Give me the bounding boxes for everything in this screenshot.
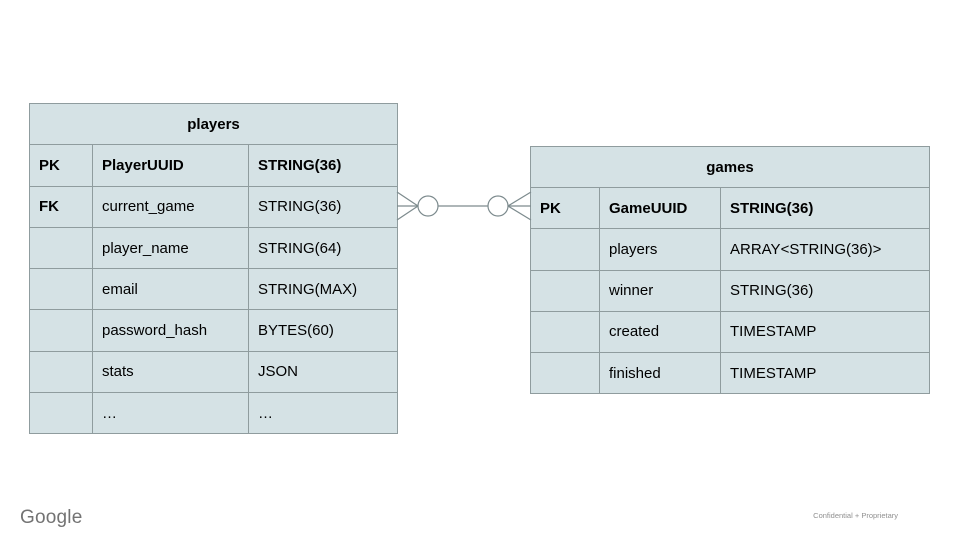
type-cell: … bbox=[247, 392, 399, 435]
field-cell: stats bbox=[92, 350, 249, 394]
key-cell bbox=[29, 309, 93, 352]
field-cell: email bbox=[92, 268, 249, 311]
key-cell bbox=[29, 226, 93, 270]
key-cell: FK bbox=[29, 185, 93, 228]
type-cell: JSON bbox=[247, 350, 399, 394]
confidential-note: Confidential + Proprietary bbox=[813, 511, 898, 520]
key-cell bbox=[29, 392, 93, 435]
table-row: PK PlayerUUID STRING(36) bbox=[29, 144, 399, 187]
table-row: player_name STRING(64) bbox=[29, 226, 399, 270]
crowsfoot-left-top-line bbox=[396, 191, 419, 207]
type-cell: STRING(36) bbox=[247, 144, 399, 187]
crowsfoot-right-bottom-line bbox=[507, 205, 532, 221]
key-cell bbox=[530, 228, 600, 271]
table-row: password_hash BYTES(60) bbox=[29, 309, 399, 352]
table-row: … … bbox=[29, 392, 399, 435]
type-cell: TIMESTAMP bbox=[719, 310, 931, 353]
table-row: FK current_game STRING(36) bbox=[29, 185, 399, 228]
key-cell bbox=[530, 269, 600, 312]
field-cell: winner bbox=[599, 269, 721, 312]
key-cell: PK bbox=[29, 144, 93, 187]
games-table: games PK GameUUID STRING(36) players ARR… bbox=[529, 145, 931, 395]
key-cell bbox=[29, 350, 93, 394]
games-table-header-row: games bbox=[529, 145, 931, 189]
type-cell: STRING(MAX) bbox=[247, 268, 399, 311]
field-cell: GameUUID bbox=[599, 187, 721, 230]
type-cell: ARRAY<STRING(36)> bbox=[719, 228, 931, 271]
type-cell: STRING(36) bbox=[719, 187, 931, 230]
field-cell: password_hash bbox=[92, 309, 249, 352]
field-cell: … bbox=[92, 392, 249, 435]
field-cell: players bbox=[599, 228, 721, 271]
table-row: finished TIMESTAMP bbox=[530, 351, 931, 395]
type-cell: TIMESTAMP bbox=[719, 351, 931, 395]
key-cell bbox=[530, 351, 600, 395]
field-cell: created bbox=[599, 310, 721, 353]
key-cell bbox=[29, 268, 93, 311]
players-table-header-row: players bbox=[28, 102, 399, 146]
field-cell: PlayerUUID bbox=[92, 144, 249, 187]
table-row: players ARRAY<STRING(36)> bbox=[530, 228, 931, 271]
key-cell bbox=[530, 310, 600, 353]
google-logo: Google bbox=[20, 507, 83, 528]
field-cell: finished bbox=[599, 351, 721, 395]
table-row: stats JSON bbox=[29, 350, 399, 394]
table-row: created TIMESTAMP bbox=[530, 310, 931, 353]
relationship-connector bbox=[396, 191, 532, 221]
field-cell: player_name bbox=[92, 226, 249, 270]
crowsfoot-left-bottom-line bbox=[396, 205, 419, 221]
zero-circle-right bbox=[487, 195, 509, 217]
games-table-title: games bbox=[529, 145, 931, 189]
field-cell: current_game bbox=[92, 185, 249, 228]
type-cell: STRING(36) bbox=[247, 185, 399, 228]
type-cell: STRING(36) bbox=[719, 269, 931, 312]
table-row: winner STRING(36) bbox=[530, 269, 931, 312]
zero-circle-left bbox=[417, 195, 439, 217]
type-cell: BYTES(60) bbox=[247, 309, 399, 352]
table-row: PK GameUUID STRING(36) bbox=[530, 187, 931, 230]
players-table-title: players bbox=[28, 102, 399, 146]
table-row: email STRING(MAX) bbox=[29, 268, 399, 311]
crowsfoot-right-top-line bbox=[507, 191, 532, 207]
type-cell: STRING(64) bbox=[247, 226, 399, 270]
key-cell: PK bbox=[530, 187, 600, 230]
players-table: players PK PlayerUUID STRING(36) FK curr… bbox=[28, 102, 399, 435]
